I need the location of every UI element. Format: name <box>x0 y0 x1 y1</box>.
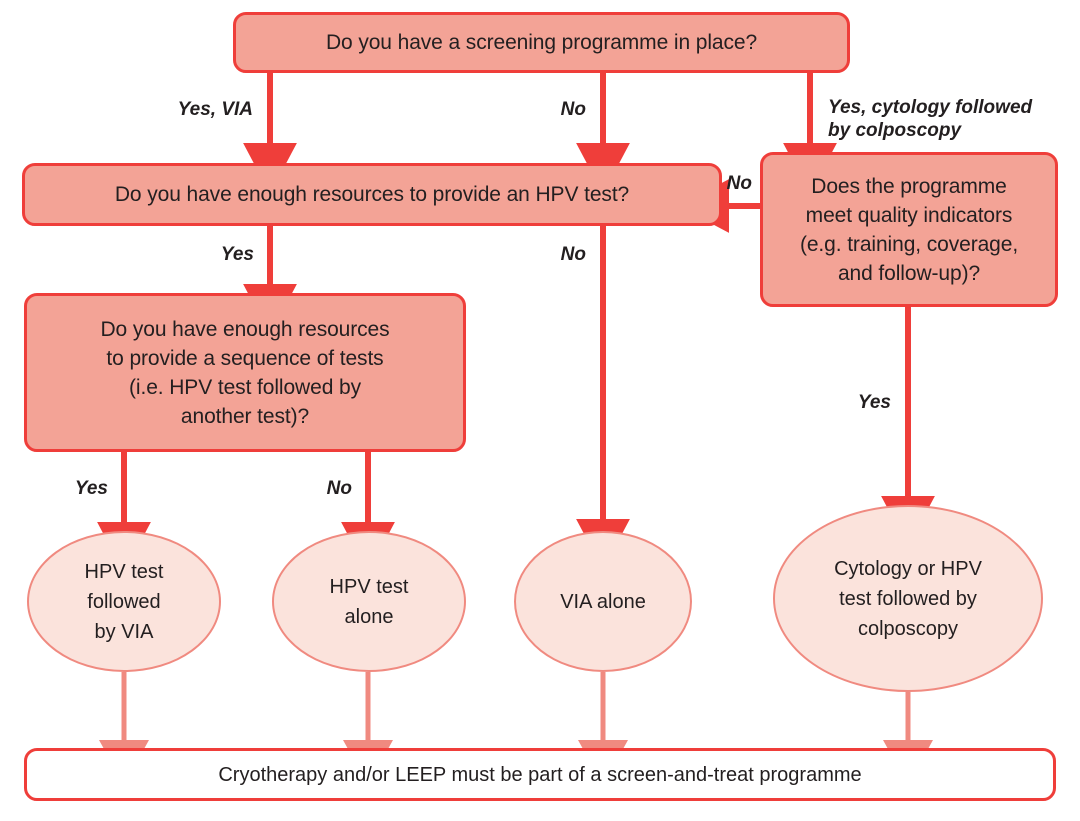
decision-hpv-resources[interactable]: Do you have enough resources to provide … <box>22 163 722 226</box>
edge-label-no-quality-to-hpv: No <box>726 173 752 194</box>
edge-label-yes-sequence: Yes <box>74 478 108 499</box>
outcome-hpv-alone[interactable]: HPV test alone <box>272 531 466 672</box>
outcome-cytology-or-hpv-colposcopy[interactable]: Cytology or HPV test followed by colposc… <box>773 505 1043 692</box>
edge-label-yes-cytology-colposcopy: Yes, cytology followed by colposcopy <box>828 97 1033 141</box>
decision-quality-indicators[interactable]: Does the programme meet quality indicato… <box>760 152 1058 307</box>
edge-label-no-hpv-resources: No <box>560 244 586 265</box>
footer-statement-label: Cryotherapy and/or LEEP must be part of … <box>218 763 862 786</box>
edge-label-no-sequence: No <box>326 478 352 499</box>
outcome-hpv-alone-label: HPV test alone <box>329 575 409 628</box>
edge-label-yes-quality: Yes <box>857 392 891 413</box>
decision-sequence-resources-label: Do you have enough resources to provide … <box>100 317 390 428</box>
decision-hpv-resources-label: Do you have enough resources to provide … <box>114 183 630 206</box>
edge-label-yes-via: Yes, VIA <box>177 99 253 120</box>
outcome-via-alone-label: VIA alone <box>560 590 646 613</box>
footer-statement-bar[interactable]: Cryotherapy and/or LEEP must be part of … <box>24 748 1056 801</box>
decision-quality-indicators-label: Does the programme meet quality indicato… <box>799 174 1019 285</box>
outcome-cytology-or-hpv-colposcopy-label: Cytology or HPV test followed by colposc… <box>834 557 982 640</box>
edge-label-no-top-middle: No <box>560 99 586 120</box>
outcome-via-alone[interactable]: VIA alone <box>514 531 692 672</box>
decision-screening-programme-label: Do you have a screening programme in pla… <box>325 31 758 54</box>
decision-screening-programme[interactable]: Do you have a screening programme in pla… <box>233 12 850 73</box>
outcome-hpv-followed-by-via-label: HPV test followed by VIA <box>84 560 164 643</box>
edge-label-yes-hpv-resources: Yes <box>220 244 254 265</box>
decision-sequence-resources[interactable]: Do you have enough resources to provide … <box>24 293 466 452</box>
outcome-hpv-followed-by-via[interactable]: HPV test followed by VIA <box>27 531 221 672</box>
